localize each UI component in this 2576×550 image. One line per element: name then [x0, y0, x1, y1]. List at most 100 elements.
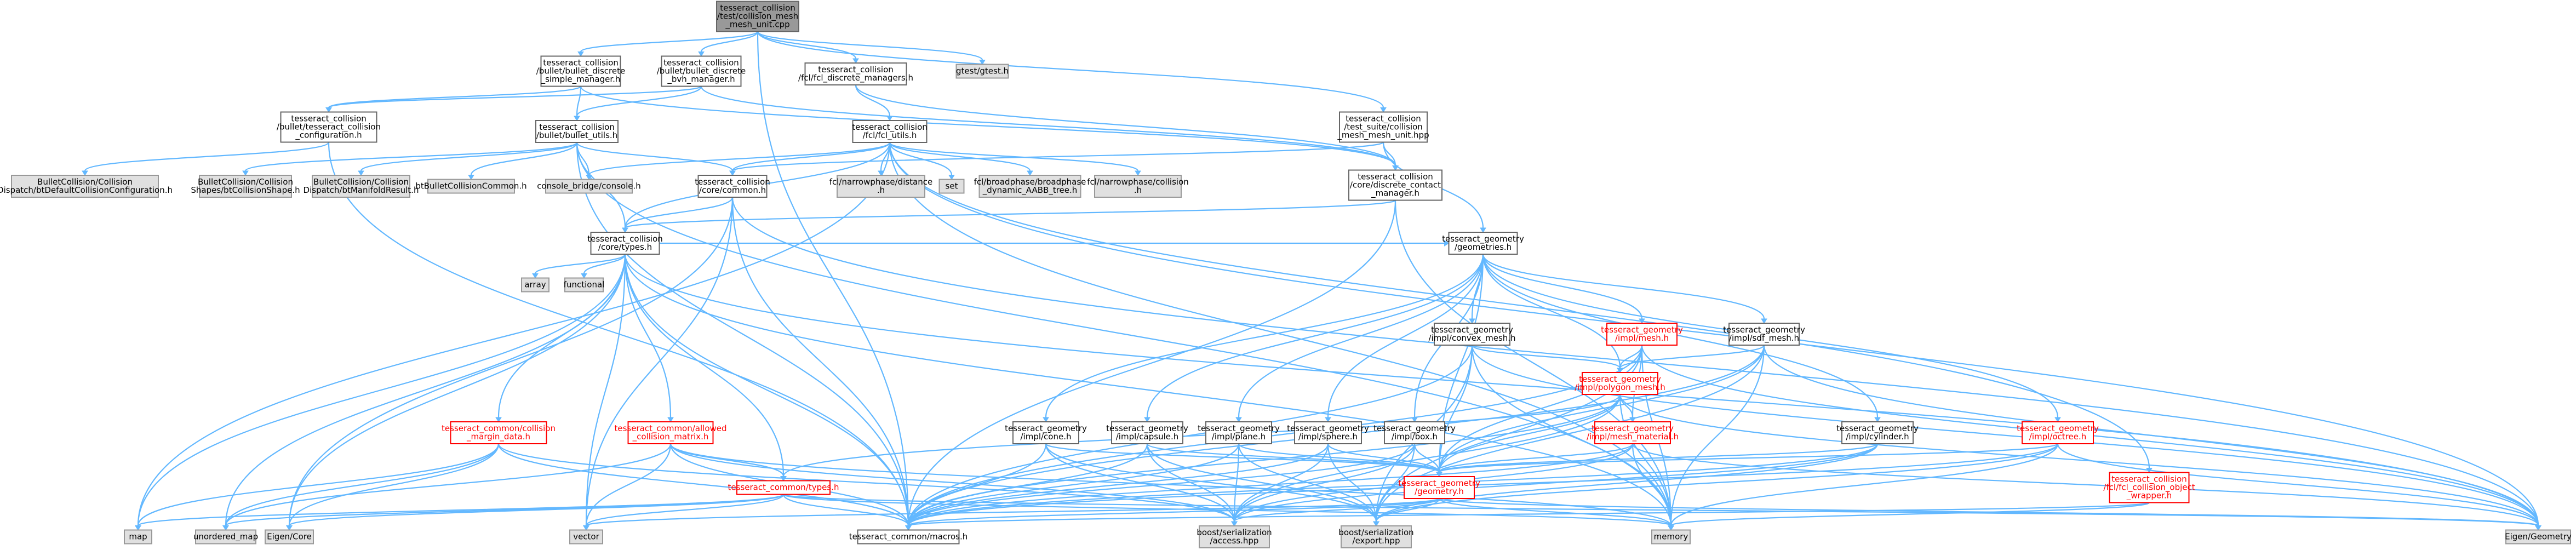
graph-node-core_common[interactable]: tesseract_collision/core/common.h — [695, 175, 770, 198]
graph-node-fcl_broadphase[interactable]: fcl/broadphase/broadphase_dynamic_AABB_t… — [974, 175, 1086, 198]
graph-node-core_types[interactable]: tesseract_collision/core/types.h — [587, 232, 663, 255]
graph-node-fcl_distance[interactable]: fcl/narrowphase/distance.h — [829, 175, 933, 198]
edge-core_types-to-memory — [624, 254, 1672, 526]
graph-node-geometries[interactable]: tesseract_geometry/geometries.h — [1442, 232, 1524, 255]
graph-node-bt_manifold[interactable]: BulletCollision/CollisionDispatch/btMani… — [304, 175, 419, 198]
graph-node-fcl_collision[interactable]: fcl/narrowphase/collision.h — [1087, 175, 1189, 198]
graph-node-fcl_wrapper[interactable]: tesseract_collision/fcl/fcl_collision_ob… — [2103, 472, 2195, 503]
graph-node-allowed_matrix[interactable]: tesseract_common/allowed_collision_matri… — [614, 421, 727, 444]
graph-node-convex_mesh[interactable]: tesseract_geometry/impl/convex_mesh.h — [1428, 323, 1516, 346]
node-label-line: tesseract_collision — [818, 65, 894, 75]
graph-node-box[interactable]: tesseract_geometry/impl/box.h — [1373, 421, 1456, 444]
arrowhead-fcl_wrapper-to-macros — [905, 525, 912, 531]
node-label-line: /impl/sphere.h — [1298, 432, 1358, 442]
edge-core_types-to-common_types — [624, 254, 785, 477]
edge-core_types-to-unordered_map — [225, 254, 626, 526]
node-label-line: /export.hpp — [1353, 536, 1400, 546]
node-box — [978, 175, 1081, 198]
graph-node-mesh[interactable]: tesseract_geometry/impl/mesh.h — [1601, 323, 1683, 346]
graph-node-boost_access[interactable]: boost/serialization/access.hpp — [1197, 525, 1272, 548]
graph-node-unordered_map[interactable]: unordered_map — [193, 529, 258, 545]
edge-discrete_contact-to-macros — [907, 200, 1396, 526]
graph-node-map[interactable]: map — [124, 529, 152, 545]
graph-node-functional[interactable]: functional — [564, 277, 605, 293]
node-box — [1294, 421, 1362, 444]
edge-mesh_material-to-geometry_h — [1438, 443, 1634, 473]
node-box — [1594, 421, 1671, 444]
graph-node-bullet_bvh[interactable]: tesseract_collision/bullet/bullet_discre… — [657, 55, 746, 87]
arrowhead-geometries-to-mesh — [1639, 318, 1645, 324]
node-label-line: _simple_manager.h — [541, 75, 621, 85]
graph-node-fcl_managers[interactable]: tesseract_collision/fcl/fcl_discrete_man… — [798, 62, 913, 85]
edge-box-to-geometry_h — [1413, 443, 1440, 473]
node-box — [1094, 175, 1182, 198]
edge-margin_data-to-map — [137, 443, 500, 526]
node-label-line: console_bridge/console.h — [537, 181, 641, 192]
graph-node-bt_shape[interactable]: BulletCollision/CollisionShapes/btCollis… — [191, 175, 300, 198]
node-label-line: /impl/mesh.h — [1615, 333, 1669, 343]
graph-node-sdf_mesh[interactable]: tesseract_geometry/impl/sdf_mesh.h — [1723, 323, 1805, 346]
edge-mesh-to-polygon_mesh — [1619, 345, 1643, 369]
graph-node-root[interactable]: tesseract_collision/test/collision_mesh_… — [716, 1, 799, 32]
arrowhead-discrete_contact-to-core_types — [622, 227, 628, 233]
graph-node-cone[interactable]: tesseract_geometry/impl/cone.h — [1005, 421, 1087, 444]
graph-node-eigen_geometry[interactable]: Eigen/Geometry — [2505, 529, 2572, 545]
graph-node-tesseract_config[interactable]: tesseract_collision/bullet/tesseract_col… — [277, 111, 381, 143]
graph-node-margin_data[interactable]: tesseract_common/collision_margin_data.h — [442, 421, 556, 444]
arrowhead-bullet_utils-to-bt_manifold — [358, 170, 364, 176]
graph-node-eigen_core[interactable]: Eigen/Core — [265, 529, 314, 545]
graph-node-capsule[interactable]: tesseract_geometry/impl/capsule.h — [1106, 421, 1188, 444]
edge-cylinder-to-boost_export — [1375, 443, 1879, 522]
graph-node-plane[interactable]: tesseract_geometry/impl/plane.h — [1198, 421, 1280, 444]
node-label-line: tesseract_collision — [852, 122, 928, 133]
arrowhead-geometry_h-to-boost_access — [1231, 521, 1238, 526]
graph-node-sphere[interactable]: tesseract_geometry/impl/sphere.h — [1287, 421, 1369, 444]
graph-node-geometry_h[interactable]: tesseract_geometry/geometry.h — [1398, 476, 1480, 499]
graph-node-set[interactable]: set — [938, 179, 965, 194]
edge-sphere-to-boost_export — [1327, 443, 1377, 522]
graph-node-fcl_utils[interactable]: tesseract_collision/fcl/fcl_utils.h — [852, 120, 928, 143]
graph-node-memory[interactable]: memory — [1651, 529, 1691, 545]
node-box — [265, 529, 314, 545]
node-box — [1434, 323, 1510, 346]
edge-bullet_bvh-to-discrete_contact — [700, 86, 1396, 166]
edge-core_types-to-allowed_matrix — [624, 254, 672, 418]
edge-sdf_mesh-to-memory — [1670, 345, 1765, 526]
node-label-line: /impl/mesh_material.h — [1587, 432, 1679, 442]
graph-node-macros[interactable]: tesseract_common/macros.h — [849, 529, 968, 545]
graph-node-mesh_material[interactable]: tesseract_geometry/impl/mesh_material.h — [1587, 421, 1679, 444]
graph-node-console_bridge[interactable]: console_bridge/console.h — [537, 179, 641, 194]
node-label-line: fcl/broadphase/broadphase — [974, 177, 1086, 187]
arrowhead-fcl_utils-to-console_bridge — [586, 175, 592, 180]
graph-node-cylinder[interactable]: tesseract_geometry/impl/cylinder.h — [1836, 421, 1919, 444]
edge-sdf_mesh-to-polygon_mesh — [1619, 345, 1765, 369]
node-label-line: /impl/cylinder.h — [1846, 432, 1909, 442]
node-box — [590, 232, 660, 255]
graph-node-bullet_utils[interactable]: tesseract_collision/bullet/bullet_utils.… — [535, 120, 619, 143]
graph-node-polygon_mesh[interactable]: tesseract_geometry/impl/polygon_mesh.h — [1575, 372, 1665, 395]
node-label-line: tesseract_geometry — [1398, 478, 1480, 489]
edge-fcl_utils-to-map — [137, 142, 891, 526]
graph-node-bullet_simple[interactable]: tesseract_collision/bullet/bullet_discre… — [536, 55, 625, 87]
node-label-line: memory — [1654, 532, 1688, 542]
graph-node-boost_export[interactable]: boost/serialization/export.hpp — [1338, 525, 1414, 548]
graph-node-array[interactable]: array — [521, 277, 549, 293]
edge-common_types-to-memory — [782, 494, 1672, 526]
node-box — [545, 179, 633, 194]
graph-node-octree[interactable]: tesseract_geometry/impl/octree.h — [2017, 421, 2099, 444]
graph-node-bt_default[interactable]: BulletCollision/CollisionDispatch/btDefa… — [0, 175, 173, 198]
node-label-line: tesseract_geometry — [1373, 423, 1456, 434]
node-box — [1111, 421, 1183, 444]
arrowhead-core_types-to-allowed_matrix — [667, 417, 674, 422]
graph-node-vector[interactable]: vector — [569, 529, 603, 545]
graph-node-bt_common[interactable]: btBulletCollisionCommon.h — [415, 179, 527, 194]
graph-node-common_types[interactable]: tesseract_common/types.h — [728, 480, 839, 495]
node-label-line: /test/collision_mesh — [717, 12, 798, 22]
node-label-line: _mesh_unit.cpp — [725, 20, 789, 30]
graph-node-test_suite[interactable]: tesseract_collision/test_suite/collision… — [1337, 111, 1429, 143]
graph-node-discrete_contact[interactable]: tesseract_collision/core/discrete_contac… — [1348, 169, 1442, 201]
arrowhead-test_suite-to-geometries — [1480, 227, 1486, 233]
edge-tesseract_config-to-bt_default — [84, 141, 330, 171]
graph-node-gtest[interactable]: gtest/gtest.h — [955, 64, 1009, 79]
